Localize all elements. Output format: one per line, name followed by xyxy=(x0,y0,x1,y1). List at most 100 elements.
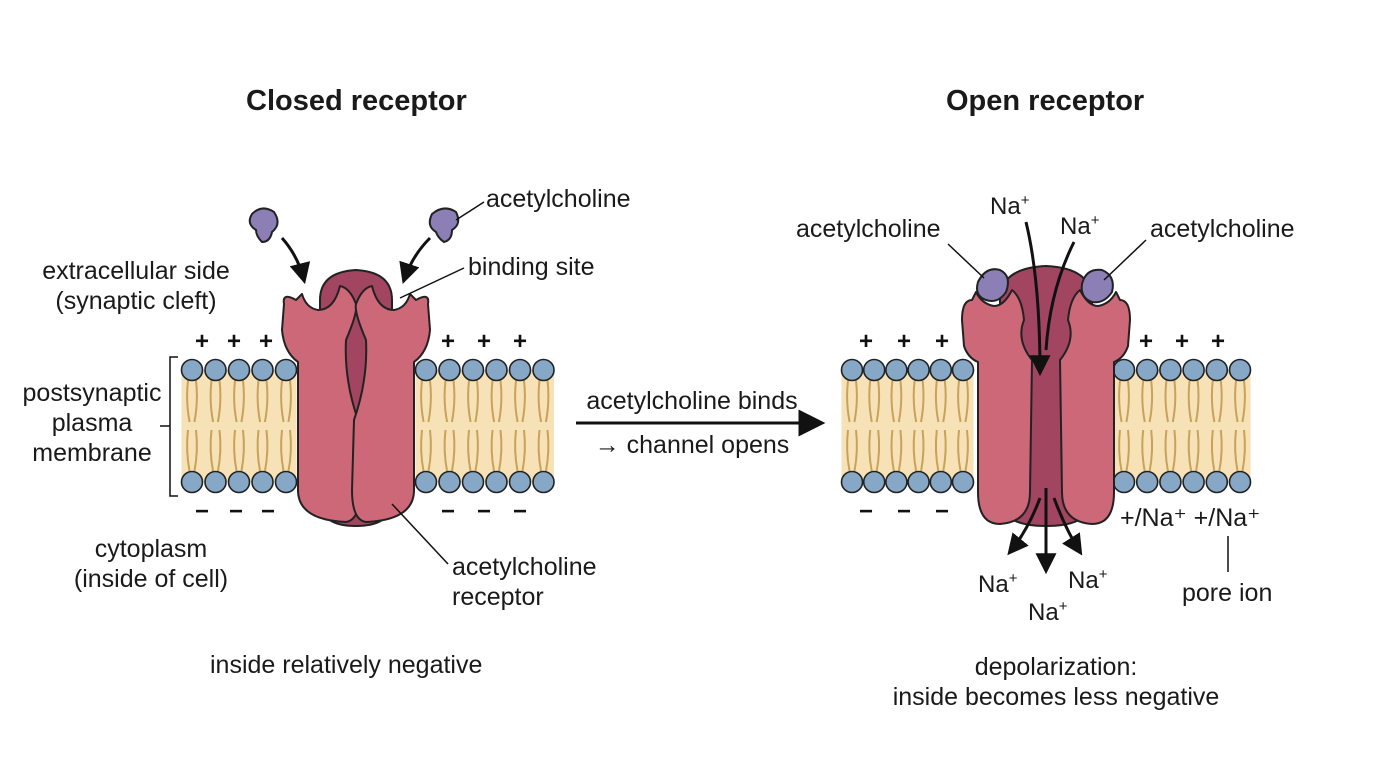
lipid-tail xyxy=(868,380,873,423)
sodium-ion-label-bottom-center: Na+ xyxy=(1028,598,1068,626)
pore-ions-label: +/Na⁺ +/Na⁺ xyxy=(1120,504,1261,532)
negative-charge-sign: − xyxy=(260,498,275,525)
phospholipid-head xyxy=(951,470,975,494)
lipid-tail xyxy=(209,429,215,472)
lipid-tail xyxy=(427,380,432,423)
lipid-tail xyxy=(875,380,881,423)
phospholipid-head xyxy=(1182,358,1205,382)
binding-arrow-right xyxy=(399,236,432,284)
lipid-tail xyxy=(544,429,550,472)
lipid-tail xyxy=(853,380,858,423)
binding-arrow-left xyxy=(280,237,311,285)
lipid-tail xyxy=(1164,429,1169,472)
lipid-tail xyxy=(490,429,496,472)
lipid-tail xyxy=(1210,429,1216,472)
lipid-tail xyxy=(537,429,543,472)
lipid-tail xyxy=(897,429,903,472)
closed-receptor-left-subunit xyxy=(281,285,361,523)
lipid-tail xyxy=(256,429,262,472)
negative-charge-sign: − xyxy=(896,498,911,525)
lipid-tail xyxy=(1234,429,1239,472)
phospholipid-head xyxy=(1112,470,1136,494)
postsynaptic-membrane-label: postsynaptic plasma membrane xyxy=(14,378,170,468)
lipid-tail xyxy=(233,380,238,423)
lipid-tail xyxy=(853,429,858,472)
positive-charge-sign: + xyxy=(194,328,209,355)
lipid-tail xyxy=(263,429,269,472)
leader-acetylcholine-open-right xyxy=(1103,239,1147,281)
phospholipid-head xyxy=(1228,470,1252,494)
phospholipid-head xyxy=(274,358,298,382)
lipid-tail xyxy=(1195,380,1200,423)
lipid-tail xyxy=(846,380,851,423)
lipid-tail xyxy=(1141,380,1146,423)
ion-flow-arrow-in-1 xyxy=(1024,221,1051,377)
phospholipid-head xyxy=(204,358,227,382)
lipid-tail xyxy=(1218,380,1223,423)
phospholipid-head xyxy=(1159,358,1182,382)
acetylcholine-label-closed: acetylcholine xyxy=(486,185,631,213)
phospholipid-head xyxy=(274,470,298,494)
phospholipid-head xyxy=(204,470,227,494)
phospholipid-head xyxy=(907,470,930,494)
open-acetylcholine-receptor xyxy=(961,265,1131,527)
lipid-tail xyxy=(934,380,940,423)
transition-label-line-2: → channel opens xyxy=(594,431,790,459)
lipid-tail xyxy=(897,380,903,423)
phospholipid-head xyxy=(907,358,930,382)
positive-charge-sign: + xyxy=(934,328,949,355)
leader-acetylcholine-open-left xyxy=(947,243,985,279)
lipid-tail xyxy=(420,380,425,423)
positive-charge-sign: + xyxy=(226,328,241,355)
acetylcholine-molecule-right xyxy=(428,207,460,244)
lipid-tail xyxy=(1195,429,1200,472)
membrane-right-inner-segment xyxy=(1112,358,1252,494)
open-receptor-title: Open receptor xyxy=(946,85,1145,117)
positive-charge-sign: + xyxy=(512,328,527,355)
lipid-tail xyxy=(934,429,940,472)
lipid-tail xyxy=(186,380,191,423)
membrane-line-2: plasma xyxy=(51,409,133,437)
lipid-tail xyxy=(443,429,449,472)
cytoplasm-label: cytoplasm (inside of cell) xyxy=(56,534,246,594)
lipid-tail xyxy=(1187,380,1193,423)
negative-charge-sign: − xyxy=(934,498,949,525)
lipid-tail xyxy=(920,380,925,423)
lipid-tail xyxy=(1241,429,1246,472)
positive-charge-sign: + xyxy=(1210,328,1225,355)
lipid-tail xyxy=(427,429,432,472)
phospholipid-head xyxy=(862,470,886,494)
lipid-tail xyxy=(521,429,526,472)
lipid-tail xyxy=(514,429,519,472)
leader-acetylcholine-closed xyxy=(455,201,485,221)
acetylcholine-receptor-label: acetylcholine receptor xyxy=(452,552,597,612)
receptor-line-1: acetylcholine xyxy=(452,553,597,581)
phospholipid-head xyxy=(840,358,864,382)
acetylcholine-label-open-right: acetylcholine xyxy=(1150,215,1295,243)
ion-flow-arrow-in-2 xyxy=(1044,241,1076,351)
negative-charge-sign: − xyxy=(194,498,209,525)
positive-charge-sign: + xyxy=(1174,328,1189,355)
lipid-tail xyxy=(467,380,472,423)
lipid-tail xyxy=(1118,380,1123,423)
phospholipid-head xyxy=(180,470,204,494)
lipid-tail xyxy=(1241,380,1246,423)
lipid-tail xyxy=(1118,429,1123,472)
transition-label-line-1: acetylcholine binds xyxy=(586,387,798,415)
lipid-bilayer-band xyxy=(415,370,554,482)
lipid-tail xyxy=(1210,380,1216,423)
phospholipid-head xyxy=(1135,358,1159,382)
lipid-tail xyxy=(1218,429,1223,472)
lipid-tail xyxy=(216,429,222,472)
lipid-tail xyxy=(497,380,503,423)
lipid-tail xyxy=(443,380,449,423)
closed-footer-label: inside relatively negative xyxy=(210,651,483,679)
phospholipid-head xyxy=(414,358,438,382)
binding-site-label: binding site xyxy=(468,253,595,281)
open-receptor-right-subunit xyxy=(1059,289,1131,525)
lipid-tail xyxy=(1171,429,1177,472)
lipid-tail xyxy=(209,380,215,423)
phospholipid-head xyxy=(1205,358,1229,382)
lipid-tail xyxy=(490,380,496,423)
lipid-tail xyxy=(957,380,962,423)
